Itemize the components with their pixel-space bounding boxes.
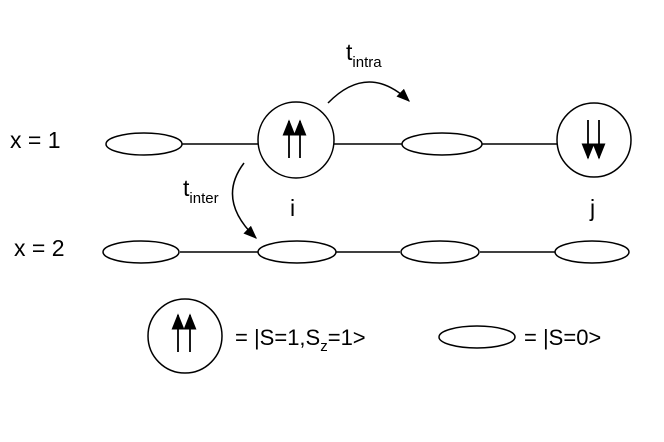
triplet-up-site-i [257,101,335,179]
inter-hop-arrow-icon [231,162,257,239]
row-label-x1: x = 1 [10,127,61,153]
legend-singlet-symbol [438,325,516,349]
intra-hop-arrow-icon [327,81,410,104]
singlet-site [105,132,183,156]
singlet-site [554,240,630,264]
singlet-site [401,132,483,156]
legend-triplet-symbol [147,298,223,374]
singlet-site [257,240,337,264]
legend-triplet-text: = |S=1,Sz=1> [235,325,366,355]
triplet-down-site-j [556,102,632,178]
row-label-x2: x = 2 [14,235,65,261]
singlet-site [102,240,180,264]
site-label-j: j [589,195,595,221]
site-label-i: i [290,195,295,221]
legend-singlet-text: = |S=0> [524,325,601,350]
t-intra-label: tintra [346,39,382,71]
singlet-site [400,240,480,264]
t-inter-label: tinter [183,175,219,207]
